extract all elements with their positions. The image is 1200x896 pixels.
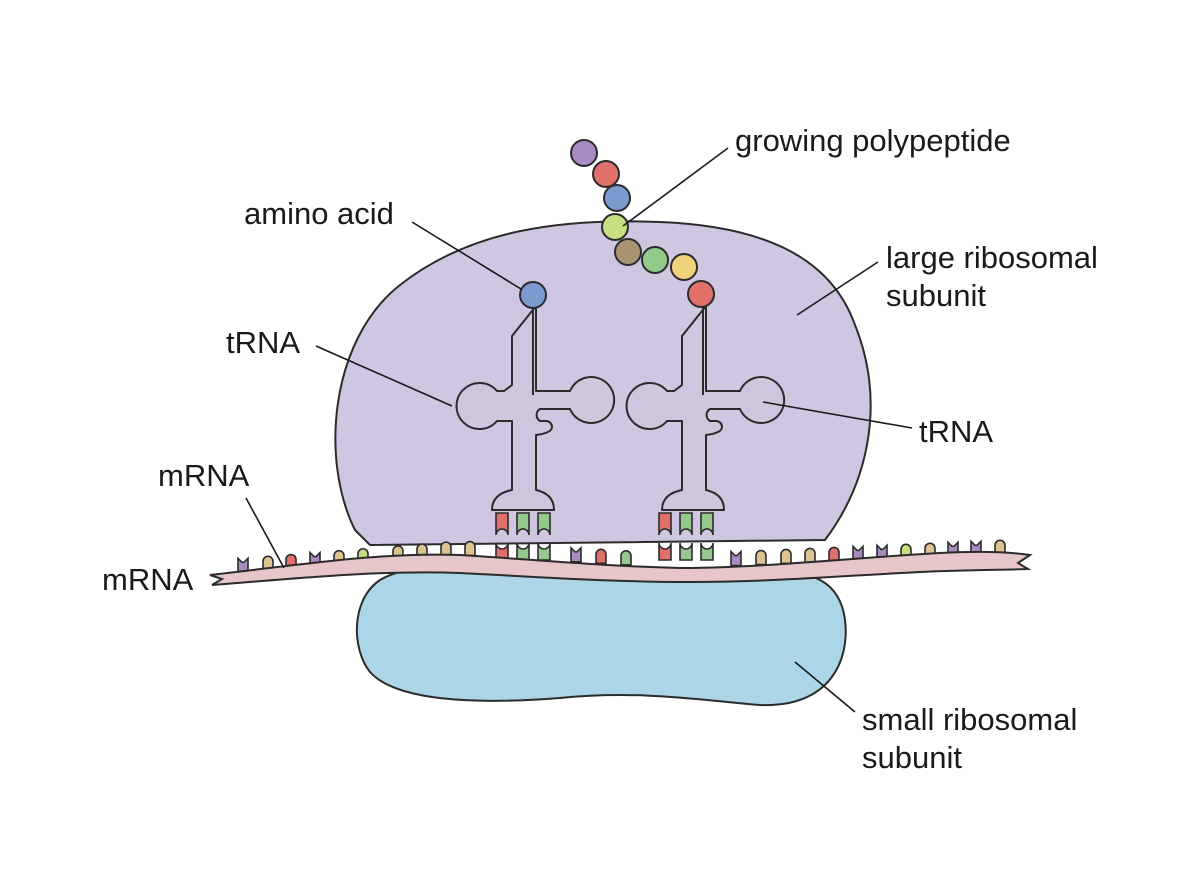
anticodon-base — [700, 512, 714, 536]
codon-base — [700, 542, 714, 561]
anticodon-left — [495, 512, 551, 561]
leader-trna-right — [762, 401, 913, 429]
label-large-subunit-line2: subunit — [886, 278, 986, 313]
anticodon-base — [658, 512, 672, 536]
mrna-base — [464, 540, 476, 557]
mrna-base — [620, 550, 632, 566]
label-large-subunit-line1: large ribosomal — [886, 240, 1098, 275]
codon-base — [516, 542, 530, 561]
amino-acid-residue — [570, 139, 598, 167]
anticodon-base — [516, 512, 530, 536]
mrna-base — [828, 546, 840, 563]
mrna-base — [595, 548, 607, 565]
mrna-strand — [209, 550, 1033, 586]
leader-trna-left — [315, 345, 453, 407]
amino-acid-residue — [614, 238, 642, 266]
label-small-subunit-line2: subunit — [862, 740, 962, 775]
amino-acid-residue — [592, 160, 620, 188]
anticodon-base — [495, 512, 509, 536]
anticodon-base — [537, 512, 551, 536]
mrna-base — [730, 549, 742, 567]
codon-base — [495, 542, 509, 561]
mrna-base — [570, 545, 582, 563]
amino-acid-bead — [519, 281, 547, 309]
amino-acid-residue — [603, 184, 631, 212]
label-mrna-upper: mRNA — [158, 458, 250, 493]
codon-base — [679, 542, 693, 561]
mrna-base — [994, 539, 1006, 556]
leader-large-subunit — [796, 261, 879, 316]
small-ribosomal-subunit — [355, 564, 847, 707]
codon-base — [658, 542, 672, 561]
mrna-base — [755, 549, 767, 566]
label-small-subunit-line1: small ribosomal — [862, 702, 1077, 737]
anticodon-base — [679, 512, 693, 536]
amino-acid-residue — [641, 246, 669, 274]
amino-acid-residue — [601, 213, 629, 241]
trna-right — [625, 305, 786, 511]
leader-small-subunit — [794, 661, 856, 713]
amino-acid-residue — [670, 253, 698, 281]
mrna-base — [780, 548, 792, 565]
leader-amino-acid — [411, 221, 522, 290]
label-trna-right: tRNA — [919, 414, 993, 449]
anticodon-right — [658, 512, 714, 561]
trna-left — [455, 305, 616, 511]
label-amino-acid: amino acid — [244, 196, 394, 231]
amino-acid-residue — [687, 280, 715, 308]
mrna-base — [804, 547, 816, 564]
label-mrna-lower: mRNA — [102, 562, 194, 597]
label-trna-left: tRNA — [226, 325, 300, 360]
mrna-base — [440, 541, 452, 557]
codon-base — [537, 542, 551, 561]
label-growing-polypeptide: growing polypeptide — [735, 123, 1011, 158]
leader-mrna-upper — [245, 497, 285, 569]
leader-growing-polypeptide — [622, 147, 729, 227]
growing-polypeptide-chain — [570, 139, 715, 308]
